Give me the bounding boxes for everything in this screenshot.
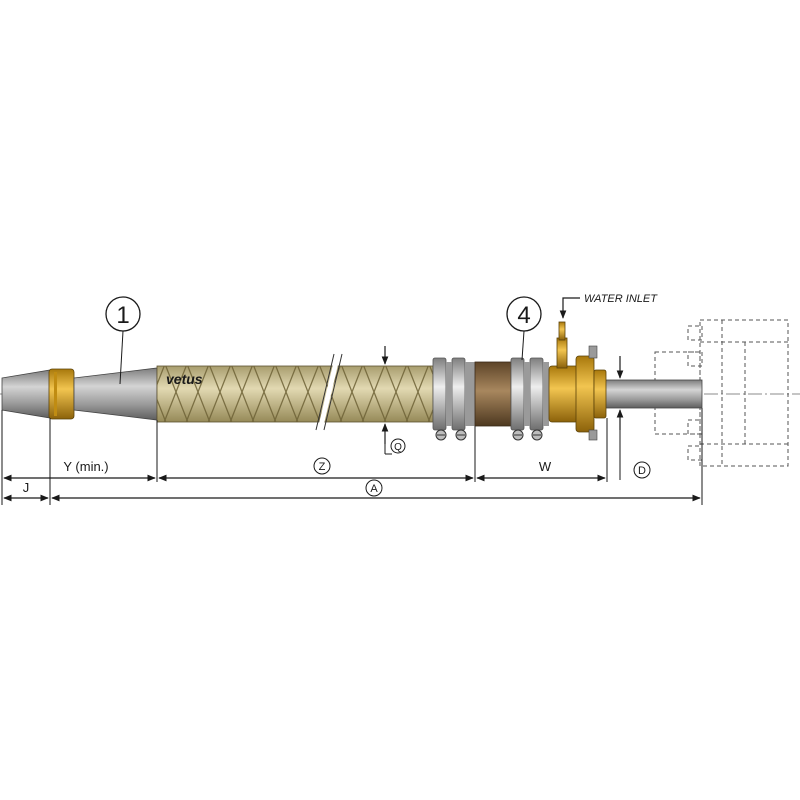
stern-tube-hose [156, 353, 434, 431]
shaft-seal [548, 321, 607, 441]
dimension-d: D [616, 356, 651, 480]
hose-clamps-right [510, 357, 549, 441]
callout-4: 4 [506, 296, 542, 361]
svg-text:4: 4 [517, 302, 530, 329]
shaft-taper [1, 369, 51, 419]
extension-lines [1, 408, 703, 505]
dimension-q: Q [381, 346, 406, 455]
hose-clamps-left [432, 357, 475, 441]
dimension-a: A [51, 479, 701, 502]
svg-text:Y (min.): Y (min.) [63, 459, 108, 474]
svg-text:1: 1 [116, 302, 129, 329]
dimension-j: J [3, 480, 49, 502]
cutless-bearing [48, 368, 75, 420]
water-inlet-label: WATER INLET [584, 293, 658, 305]
svg-text:Q: Q [394, 442, 402, 453]
dimension-y-min: Y (min.) [3, 459, 156, 482]
cutless-bearing-groove [54, 372, 57, 416]
callout-1: 1 [105, 296, 141, 385]
brand-logo: vetus [166, 371, 203, 387]
stern-tube-taper [73, 367, 158, 421]
water-inlet-annotation: WATER INLET [559, 293, 658, 319]
dimension-w: W [476, 459, 606, 482]
svg-text:A: A [370, 483, 378, 495]
svg-text:J: J [23, 480, 30, 495]
dimension-z: Z [158, 457, 474, 482]
svg-text:Z: Z [319, 461, 326, 473]
svg-text:D: D [638, 465, 646, 477]
svg-text:W: W [539, 459, 552, 474]
bronze-sleeve [474, 361, 512, 427]
